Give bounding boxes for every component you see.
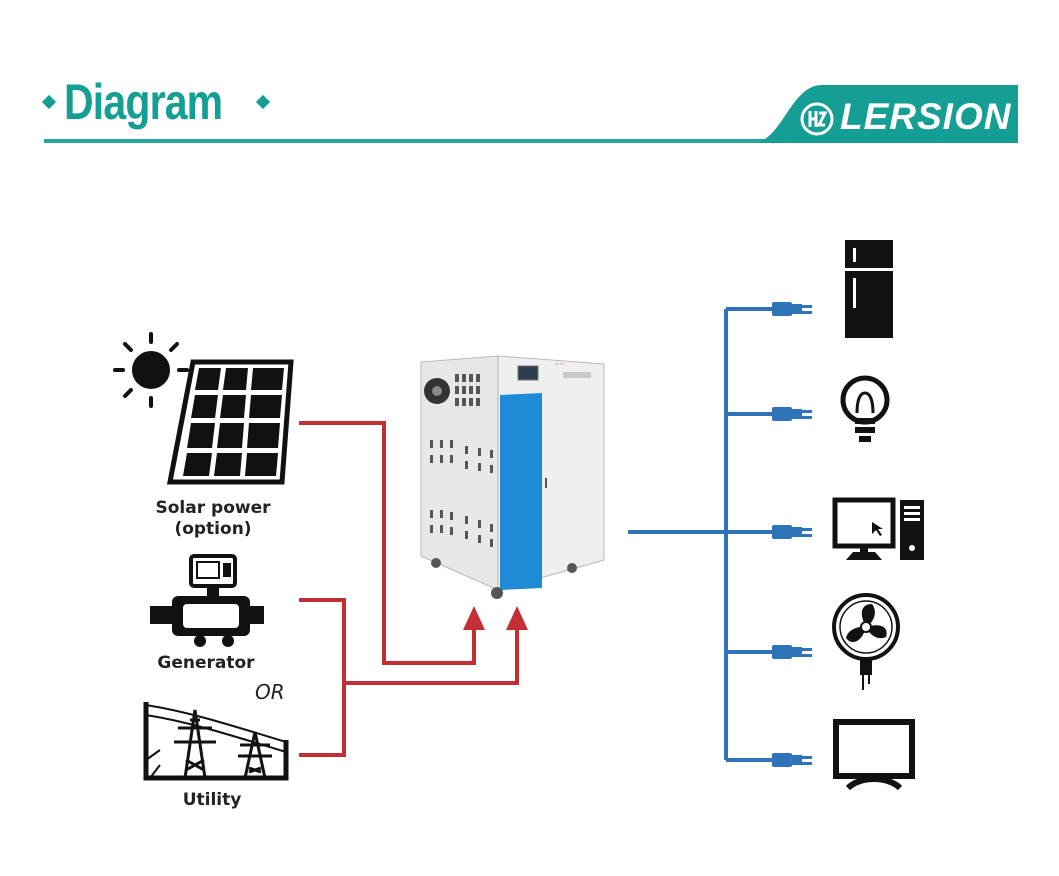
tv-icon	[833, 719, 915, 791]
light-bulb-icon	[840, 375, 890, 442]
solar-label: Solar power (option)	[150, 498, 276, 540]
generator-label: Generator	[157, 653, 255, 673]
lersion-logo-icon	[800, 102, 834, 136]
header-rule	[44, 139, 1017, 143]
refrigerator-icon	[845, 240, 893, 338]
inverter-cabinet: ~ ~	[420, 355, 605, 599]
plug-icon	[772, 407, 812, 421]
plug-icon	[772, 645, 812, 659]
solar-label-line2: (option)	[174, 519, 252, 539]
diagram-title: Diagram	[64, 74, 223, 130]
svg-text:~ ~: ~ ~	[555, 362, 564, 368]
arrow-up-icon	[463, 606, 528, 630]
solar-panel-icon	[166, 359, 294, 485]
brand-name: LERSION	[840, 96, 1012, 137]
sun-icon	[113, 332, 189, 408]
brand-banner	[752, 85, 1018, 143]
or-label: OR	[255, 680, 285, 704]
input-power-lines	[299, 421, 519, 757]
diagram-heading: Diagram	[41, 70, 257, 134]
plug-icon	[772, 302, 812, 316]
computer-icon	[832, 497, 924, 560]
utility-pylon-icon	[143, 702, 289, 781]
fan-icon	[832, 593, 900, 690]
plug-icon	[772, 525, 812, 539]
solar-label-line1: Solar power	[155, 498, 271, 518]
generator-icon	[150, 554, 264, 647]
plug-icon	[772, 753, 812, 767]
output-power-lines	[628, 307, 775, 762]
utility-label: Utility	[182, 790, 242, 810]
